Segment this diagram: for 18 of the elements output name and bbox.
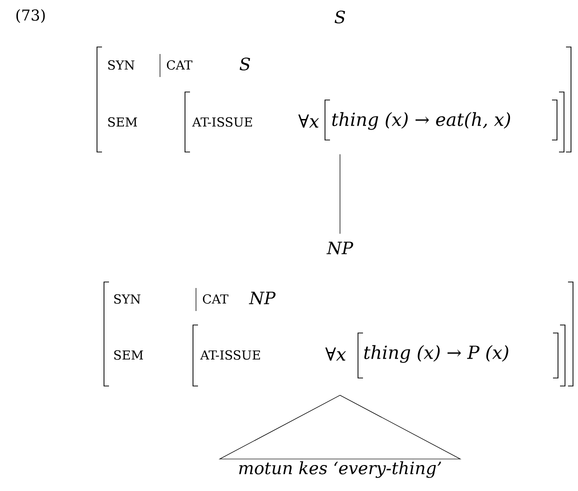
feature-label: AT-ISSUE xyxy=(192,117,252,127)
category-label: NP xyxy=(326,242,354,254)
formula: ∀x xyxy=(325,347,346,361)
feature-label: SEM xyxy=(114,350,144,360)
leaf-text: motun kes ‘every-thing’ xyxy=(239,461,442,478)
feature-label: SYN xyxy=(108,60,134,70)
formula: thing (x) → eat(h, x) xyxy=(332,112,510,130)
feature-label: CAT xyxy=(166,60,192,70)
example-number: (73) xyxy=(16,9,45,23)
formula: ∀x xyxy=(298,114,319,128)
feature-value: S xyxy=(240,58,250,70)
formula: thing (x) → P (x) xyxy=(364,345,508,363)
feature-label: SEM xyxy=(108,117,138,127)
category-label: S xyxy=(334,10,346,24)
feature-label: AT-ISSUE xyxy=(200,350,260,360)
feature-value: NP xyxy=(248,292,276,304)
feature-label: CAT xyxy=(202,294,228,304)
feature-label: SYN xyxy=(114,294,140,304)
